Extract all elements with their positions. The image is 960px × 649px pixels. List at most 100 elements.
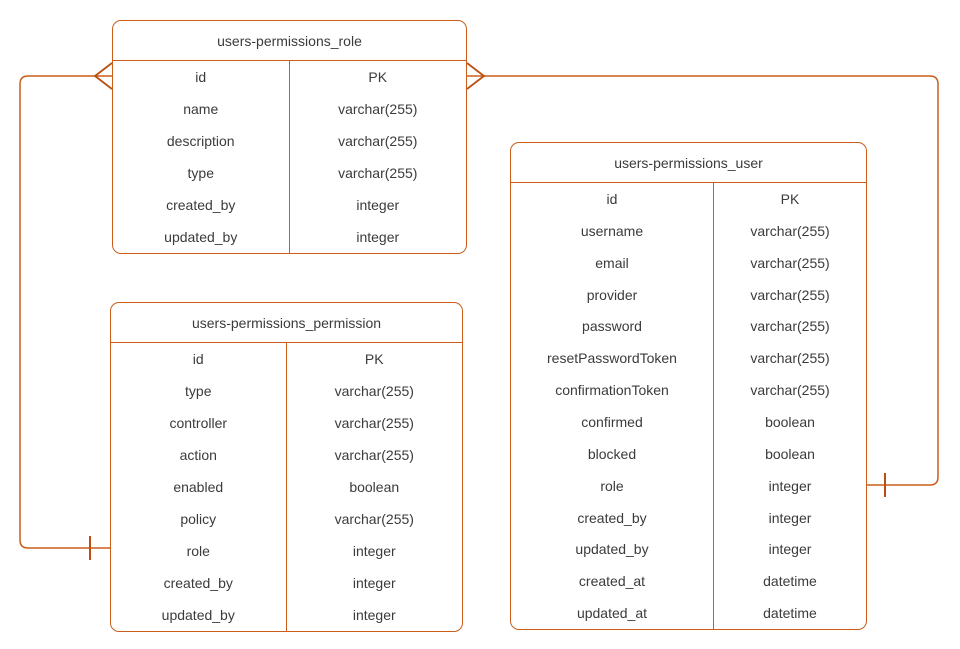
entity-users-permissions_role[interactable]: users-permissions_role id PK name varchar(2… xyxy=(112,20,467,254)
field-type-cell: varchar(255) xyxy=(750,382,830,399)
field-row: blocked boolean xyxy=(511,437,866,470)
field-type-cell: varchar(255) xyxy=(338,101,418,117)
field-row: password varchar(255) xyxy=(511,310,866,343)
field-name-cell: updated_by xyxy=(111,599,287,631)
field-row: enabled boolean xyxy=(111,471,462,503)
field-type-cell: PK xyxy=(368,69,388,85)
field-row: confirmationToken varchar(255) xyxy=(511,374,866,407)
field-name-cell: type xyxy=(111,375,287,407)
field-name-cell: name xyxy=(113,93,290,125)
field-name-cell: role xyxy=(511,469,714,502)
entity-users-permissions_user[interactable]: users-permissions_user id PK username varch… xyxy=(510,142,867,630)
field-name-cell: created_by xyxy=(113,189,290,221)
field-row: controller varchar(255) xyxy=(111,407,462,439)
field-name-cell: id xyxy=(111,343,287,375)
field-row: id PK xyxy=(511,183,866,215)
field-type-cell: datetime xyxy=(763,605,817,622)
field-name-cell: username xyxy=(511,214,714,247)
field-name-cell: resetPasswordToken xyxy=(511,342,714,375)
entity-field-list: id PK name varchar(255) description varchar(2… xyxy=(113,61,466,253)
relationship-role-user-line[interactable] xyxy=(467,75,939,486)
field-name-cell: id xyxy=(113,61,290,93)
field-type-cell: varchar(255) xyxy=(338,133,418,149)
crowsfoot-many-marker xyxy=(466,62,486,90)
field-type-cell: integer xyxy=(768,509,812,526)
field-row: updated_by integer xyxy=(113,221,466,253)
field-type-cell: integer xyxy=(356,229,400,245)
field-type-cell: varchar(255) xyxy=(750,318,830,335)
field-row: type varchar(255) xyxy=(111,375,462,407)
field-name-cell: password xyxy=(511,310,714,343)
field-type-cell: PK xyxy=(364,351,384,367)
field-type-cell: boolean xyxy=(765,445,815,462)
field-type-cell: varchar(255) xyxy=(750,254,830,271)
field-row: id PK xyxy=(113,61,466,93)
field-row: updated_by integer xyxy=(111,599,462,631)
field-row: updated_at datetime xyxy=(511,597,866,630)
field-row: description varchar(255) xyxy=(113,125,466,157)
field-type-cell: varchar(255) xyxy=(334,415,414,431)
field-row: email varchar(255) xyxy=(511,246,866,279)
field-name-cell: role xyxy=(111,535,287,567)
relationship-role-permission[interactable] xyxy=(19,62,113,560)
field-name-cell: type xyxy=(113,157,290,189)
field-type-cell: integer xyxy=(768,541,812,558)
field-name-cell: policy xyxy=(111,503,287,535)
relationship-role-user[interactable] xyxy=(466,62,939,497)
field-type-cell: varchar(255) xyxy=(750,350,830,367)
field-name-cell: created_by xyxy=(511,501,714,534)
entity-title: users-permissions_user xyxy=(511,143,866,183)
field-type-cell: integer xyxy=(352,543,396,559)
field-name-cell: confirmationToken xyxy=(511,374,714,407)
crowsfoot-many-marker xyxy=(93,62,113,90)
field-name-cell: created_by xyxy=(111,567,287,599)
field-type-cell: datetime xyxy=(763,573,817,590)
entity-users-permissions_permission[interactable]: users-permissions_permission id PK type var… xyxy=(110,302,463,632)
field-type-cell: boolean xyxy=(349,479,400,495)
field-name-cell: controller xyxy=(111,407,287,439)
entity-field-list: id PK type varchar(255) controller varchar(25… xyxy=(111,343,462,631)
field-row: username varchar(255) xyxy=(511,214,866,247)
field-type-cell: varchar(255) xyxy=(750,286,830,303)
entity-title: users-permissions_permission xyxy=(111,303,462,343)
field-row: resetPasswordToken varchar(255) xyxy=(511,342,866,375)
field-type-cell: varchar(255) xyxy=(338,165,418,181)
field-type-cell: varchar(255) xyxy=(334,383,414,399)
field-type-cell: varchar(255) xyxy=(334,511,414,527)
field-row: name varchar(255) xyxy=(113,93,466,125)
field-row: created_at datetime xyxy=(511,565,866,598)
field-row: provider varchar(255) xyxy=(511,278,866,311)
field-name-cell: confirmed xyxy=(511,406,714,438)
field-type-cell: varchar(255) xyxy=(750,222,830,239)
field-type-cell: PK xyxy=(780,190,800,207)
field-type-cell: varchar(255) xyxy=(334,447,414,463)
field-type-cell: integer xyxy=(768,477,812,494)
field-row: confirmed boolean xyxy=(511,406,866,438)
field-type-cell: integer xyxy=(352,607,396,623)
field-type-cell: integer xyxy=(356,197,400,213)
field-row: created_by integer xyxy=(511,501,866,534)
field-name-cell: id xyxy=(511,183,714,215)
field-name-cell: email xyxy=(511,246,714,279)
relationship-role-permission-line[interactable] xyxy=(19,75,112,549)
entity-field-list: id PK username varchar(255) email varchar(255… xyxy=(511,183,866,630)
field-name-cell: provider xyxy=(511,278,714,311)
field-name-cell: updated_by xyxy=(113,221,290,253)
field-type-cell: boolean xyxy=(765,413,815,430)
field-name-cell: description xyxy=(113,125,290,157)
field-row: role integer xyxy=(111,535,462,567)
field-name-cell: blocked xyxy=(511,437,714,470)
field-row: created_by integer xyxy=(113,189,466,221)
field-type-cell: integer xyxy=(352,575,396,591)
field-row: action varchar(255) xyxy=(111,439,462,471)
field-row: created_by integer xyxy=(111,567,462,599)
field-name-cell: created_at xyxy=(511,565,714,598)
field-name-cell: updated_at xyxy=(511,597,714,630)
field-row: policy varchar(255) xyxy=(111,503,462,535)
entity-title: users-permissions_role xyxy=(113,21,466,61)
field-row: role integer xyxy=(511,469,866,502)
field-name-cell: action xyxy=(111,439,287,471)
field-name-cell: enabled xyxy=(111,471,287,503)
